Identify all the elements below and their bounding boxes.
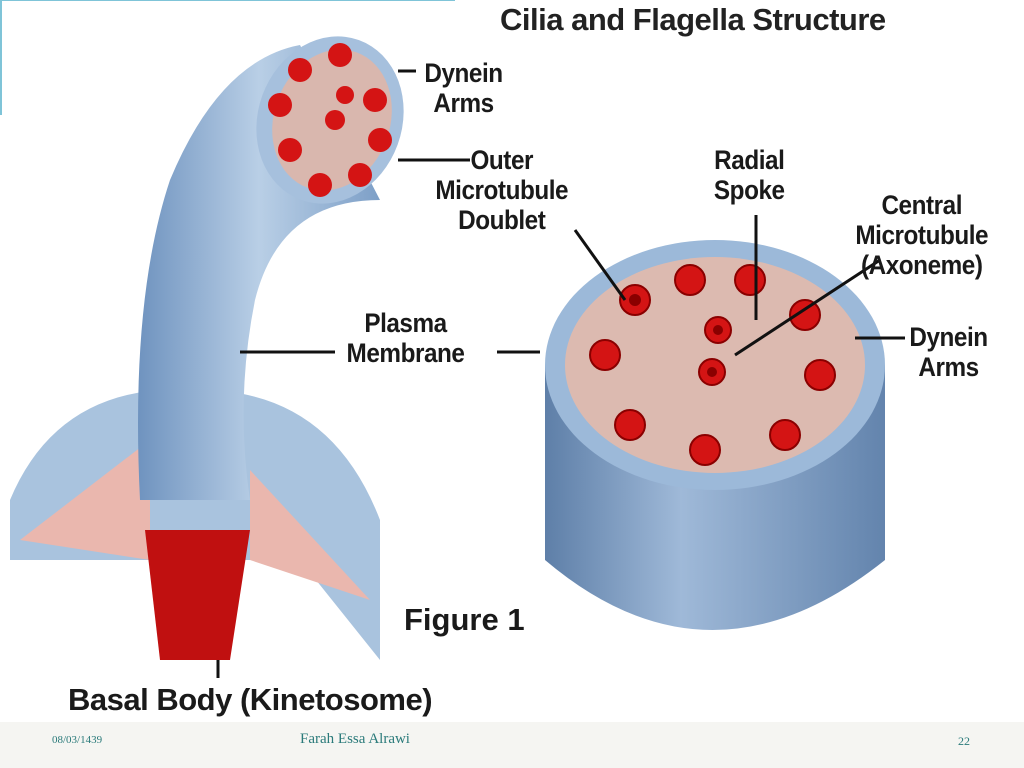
label-line: Dynein: [909, 322, 988, 352]
diagram-title: Cilia and Flagella Structure: [500, 2, 886, 37]
basal-body-cone: [10, 389, 380, 660]
label-line: Microtubule: [855, 220, 989, 250]
label-line: Plasma: [364, 308, 447, 338]
label-line: Arms: [918, 352, 979, 382]
cilia-diagram: [10, 36, 905, 678]
footer-page-number: 22: [958, 734, 970, 748]
label-dynein-arms-top: Dynein Arms: [424, 58, 503, 118]
label-radial-spoke: Radial Spoke: [714, 145, 785, 205]
slide-footer: [0, 722, 1024, 768]
label-line: Microtubule: [435, 175, 569, 205]
leader-lines: [216, 69, 905, 678]
figure-caption: Figure 1: [404, 602, 525, 637]
label-dynein-arms-right: Dynein Arms: [909, 322, 988, 382]
label-line: Dynein: [424, 58, 503, 88]
footer-date: 08/03/1439: [52, 734, 103, 746]
label-line: (Axoneme): [860, 250, 983, 280]
label-line: Doublet: [458, 205, 546, 235]
footer-author: Farah Essa Alrawi: [300, 731, 410, 747]
label-basal-body: Basal Body (Kinetosome): [68, 682, 433, 717]
label-line: Spoke: [713, 175, 785, 205]
label-central-microtubule: Central Microtubule (Axoneme): [855, 190, 988, 280]
label-line: Membrane: [346, 338, 465, 368]
label-outer-doublet: Outer Microtubule Doublet: [435, 145, 568, 235]
tube-doublets: [268, 43, 392, 197]
label-line: Central: [881, 190, 963, 220]
label-plasma-membrane: Plasma Membrane: [347, 308, 465, 368]
slide-frame-left: [0, 0, 2, 115]
slide-frame-top: [0, 0, 455, 1]
label-line: Arms: [433, 88, 494, 118]
axoneme-cross-section: [545, 240, 885, 630]
label-line: Radial: [714, 145, 785, 175]
label-line: Outer: [470, 145, 534, 175]
